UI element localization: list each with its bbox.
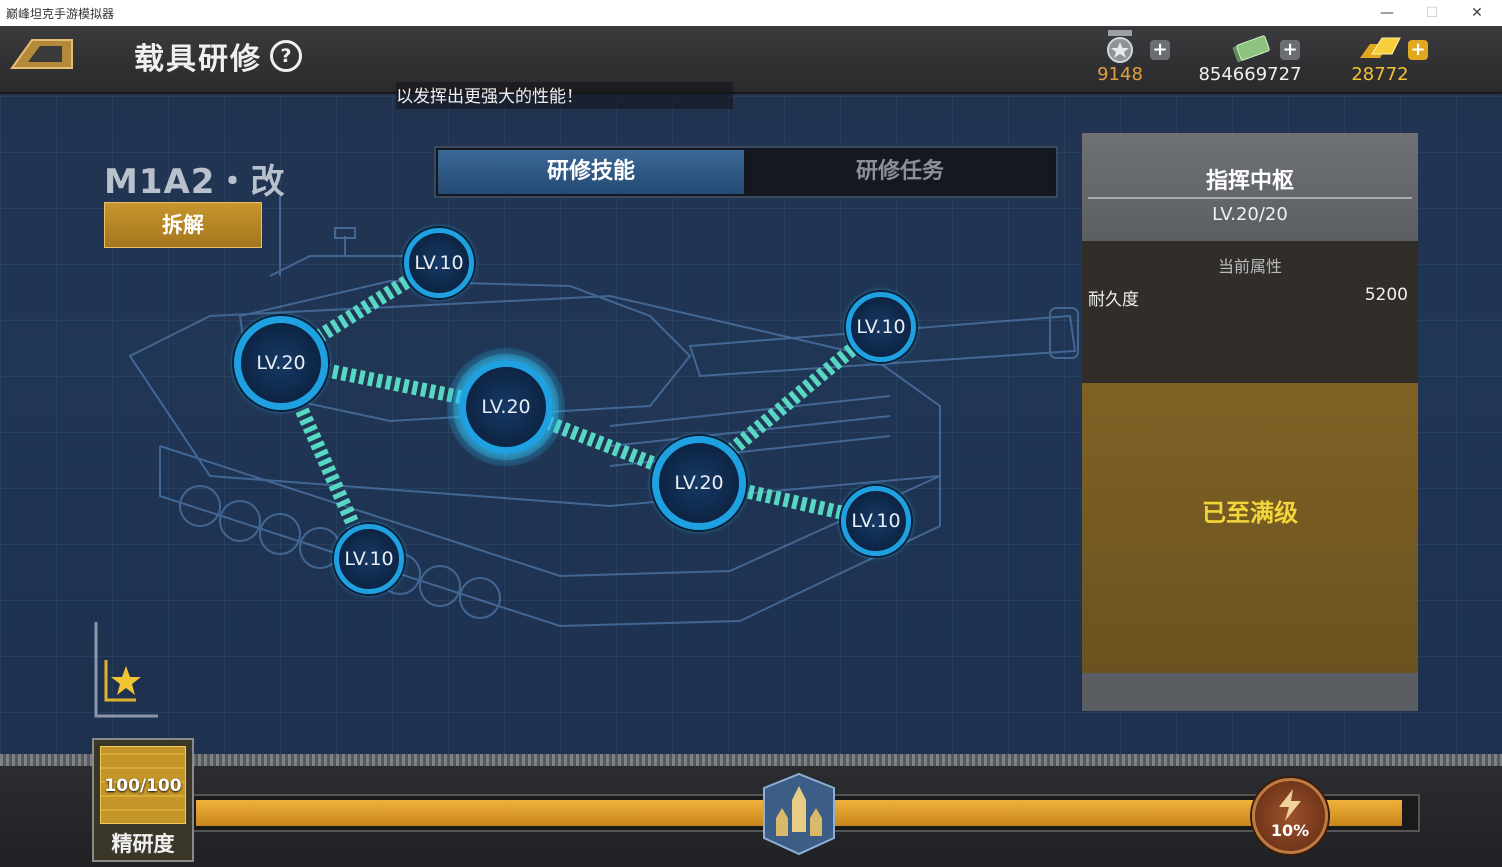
currency-cash: + 854669727 (1190, 26, 1310, 86)
game-view: 载具研修 ? + 9148 + 854669727 + (0, 26, 1502, 867)
attribute-name: 耐久度 (1088, 290, 1139, 310)
gold-icon (1360, 37, 1401, 58)
max-level-area: 已至满级 (1082, 383, 1418, 676)
tab-research-tasks[interactable]: 研修任务 (750, 150, 1050, 194)
skill-detail-panel: 指挥中枢 LV.20/20 当前属性 耐久度 5200 已至满级 (1082, 133, 1418, 711)
panel-header: 指挥中枢 LV.20/20 (1082, 133, 1418, 241)
gold-value: 28772 (1351, 64, 1409, 85)
research-count: 100/100 (104, 776, 182, 796)
skill-connectors (273, 256, 885, 561)
maximize-button[interactable]: ☐ (1425, 5, 1439, 21)
panel-title: 指挥中枢 (1205, 169, 1294, 194)
research-badge: 100/100 精研度 (92, 738, 194, 862)
research-label: 精研度 (111, 832, 175, 856)
page-subtitle: 以发挥出更强大的性能！ (396, 82, 733, 109)
panel-attributes: 当前属性 耐久度 5200 (1082, 241, 1418, 383)
skill-node[interactable]: LV.10 (404, 228, 474, 298)
skill-node[interactable]: LV.20 (652, 436, 746, 530)
window-titlebar: 巅峰坦克手游模拟器 — ☐ ✕ (0, 0, 1502, 27)
rail-decoration (0, 754, 1502, 766)
skill-node[interactable]: LV.20 (234, 316, 328, 410)
panel-divider (1088, 197, 1412, 199)
panel-level: LV.20/20 (1212, 204, 1288, 225)
minimize-button[interactable]: — (1380, 5, 1394, 21)
cash-plus-button[interactable]: + (1280, 40, 1300, 60)
dismantle-button[interactable]: 拆解 (104, 202, 262, 248)
top-bar: 载具研修 ? + 9148 + 854669727 + (0, 26, 1502, 94)
currency-gold: + 28772 (1320, 26, 1440, 86)
skill-node[interactable]: LV.10 (846, 292, 916, 362)
boost-percent: 10% (1270, 821, 1310, 840)
cash-icon (1232, 35, 1270, 62)
medal-value: 9148 (1097, 64, 1143, 85)
lightning-icon (1279, 789, 1301, 821)
rocket-emblem-icon[interactable] (762, 772, 836, 856)
page-title: 载具研修 (134, 42, 262, 77)
skill-node[interactable]: LV.10 (841, 486, 911, 556)
tab-bar: 研修技能 研修任务 (434, 146, 1058, 198)
close-button[interactable]: ✕ (1471, 5, 1483, 21)
attribute-value: 5200 (1364, 285, 1408, 305)
back-icon[interactable] (10, 34, 78, 72)
skill-node-selected[interactable]: LV.20 (459, 360, 553, 454)
tank-name: M1A2・改 (104, 162, 286, 202)
cash-value: 854669727 (1198, 64, 1302, 85)
max-level-status: 已至满级 (1202, 499, 1298, 527)
currency-medal: + 9148 (1060, 26, 1180, 86)
gold-plus-button[interactable]: + (1408, 40, 1428, 60)
boost-button[interactable]: 10% (1252, 778, 1328, 854)
tab-research-skills[interactable]: 研修技能 (438, 150, 744, 194)
panel-footer (1082, 673, 1418, 711)
attributes-heading: 当前属性 (1217, 257, 1282, 276)
window-title: 巅峰坦克手游模拟器 (6, 7, 115, 21)
star-icon[interactable] (94, 620, 160, 718)
research-badge-grid (100, 746, 186, 824)
skill-node[interactable]: LV.10 (334, 524, 404, 594)
medal-plus-button[interactable]: + (1150, 40, 1170, 60)
medal-icon (1107, 30, 1133, 63)
help-icon[interactable]: ? (270, 40, 302, 72)
